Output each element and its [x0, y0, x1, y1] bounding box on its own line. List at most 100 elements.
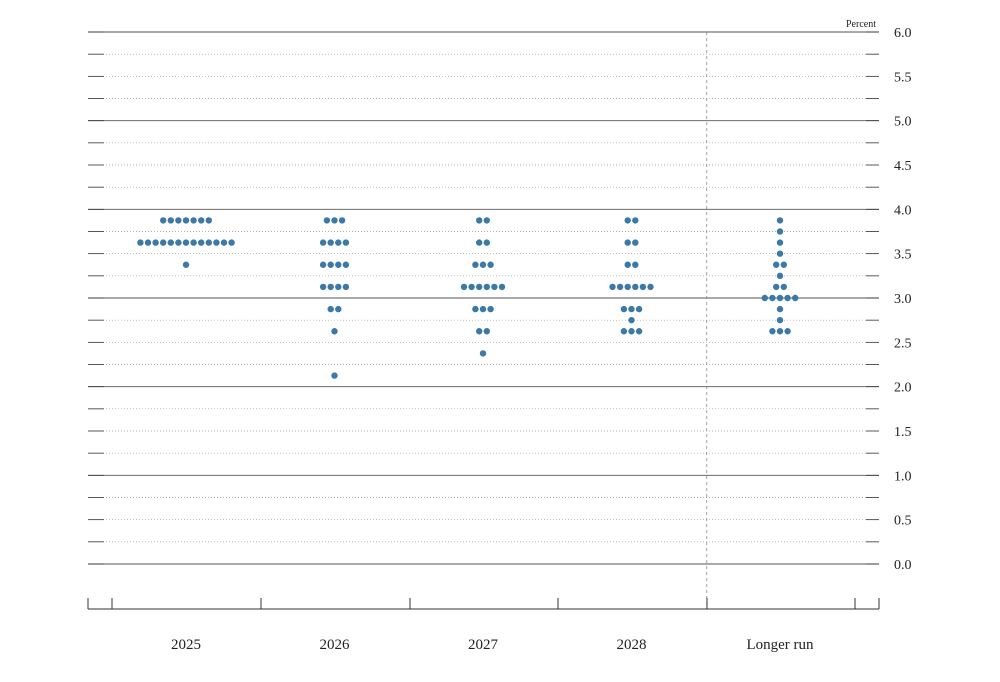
y-tick-label: 3.5: [894, 248, 912, 263]
participant-dot: [632, 283, 639, 291]
participant-dot: [776, 217, 784, 224]
participant-dot: [160, 239, 167, 246]
participant-dot: [476, 217, 483, 224]
participant-dot: [776, 250, 784, 257]
participant-dot: [342, 239, 350, 246]
participant-dot: [487, 261, 494, 268]
participant-dot: [628, 305, 635, 313]
participant-dot: [792, 294, 799, 302]
participant-dot: [327, 239, 334, 246]
participant-dot: [616, 283, 624, 291]
participant-dot: [483, 217, 490, 224]
participant-dot: [479, 305, 487, 313]
participant-dot: [472, 305, 479, 313]
participant-dot: [335, 239, 342, 246]
participant-dot: [205, 217, 212, 224]
participant-dot: [624, 283, 631, 291]
y-tick-label: 6.0: [894, 26, 912, 41]
y-tick-label: 5.5: [894, 70, 912, 85]
participant-dot: [635, 305, 643, 313]
participant-dot: [331, 217, 338, 224]
y-tick-label: 0.0: [894, 558, 912, 573]
participant-dot: [635, 328, 643, 335]
y-tick-label: 1.0: [894, 469, 912, 484]
participant-dot: [167, 239, 174, 246]
participant-dot: [632, 239, 639, 246]
participant-dot: [620, 328, 628, 335]
participant-dot: [491, 283, 498, 291]
y-tick-label: 2.5: [894, 336, 912, 351]
participant-dot: [776, 239, 784, 246]
participant-dot: [776, 305, 784, 313]
participant-dot: [632, 261, 639, 268]
participant-dot: [769, 328, 776, 335]
participant-dot: [628, 316, 635, 324]
participant-dot: [628, 328, 635, 335]
participant-dot: [476, 239, 483, 246]
x-category-label: 2027: [468, 637, 499, 653]
participant-dot: [190, 217, 197, 224]
participant-dot: [198, 239, 205, 246]
participant-dot: [479, 261, 487, 268]
participant-dot: [784, 328, 791, 335]
y-tick-label: 5.0: [894, 115, 912, 130]
participant-dot: [647, 283, 654, 291]
participant-dot: [342, 283, 350, 291]
participant-dot: [776, 328, 784, 335]
participant-dot: [479, 350, 487, 357]
participant-dot: [487, 305, 494, 313]
gridlines: [88, 31, 879, 609]
participant-dot: [144, 239, 152, 246]
participant-dot: [773, 283, 780, 291]
participant-dot: [182, 217, 190, 224]
participant-dot: [780, 261, 787, 268]
participant-dot: [776, 228, 784, 235]
participant-dot: [338, 217, 346, 224]
participant-dot: [620, 305, 628, 313]
participant-dot: [468, 283, 475, 291]
participant-dot: [167, 217, 174, 224]
participant-dot: [331, 372, 338, 379]
unit-label: Percent: [846, 19, 876, 30]
participant-dot: [198, 217, 205, 224]
participant-dot: [773, 261, 780, 268]
participant-dot: [220, 239, 228, 246]
participant-dot: [780, 283, 787, 291]
participant-dot: [137, 239, 144, 246]
y-tick-label: 3.0: [894, 292, 912, 307]
participant-dot: [483, 239, 490, 246]
participant-dot: [784, 294, 791, 302]
participant-dot: [319, 261, 327, 268]
x-category-label: Longer run: [746, 637, 814, 653]
y-tick-label: 0.5: [894, 514, 912, 529]
participant-dot: [319, 239, 327, 246]
participant-dot: [175, 217, 182, 224]
participant-dot: [460, 283, 468, 291]
participant-dot: [342, 261, 350, 268]
participant-dot: [472, 261, 479, 268]
participant-dot: [213, 239, 220, 246]
participant-dot: [160, 217, 167, 224]
participant-dot: [182, 239, 190, 246]
participant-dot: [190, 239, 197, 246]
participant-dot: [335, 261, 342, 268]
y-tick-label: 2.0: [894, 381, 912, 396]
dots: [137, 217, 799, 379]
participant-dot: [761, 294, 768, 302]
participant-dot: [776, 272, 784, 280]
x-category-label: 2026: [320, 637, 351, 653]
participant-dot: [632, 217, 639, 224]
participant-dot: [624, 261, 631, 268]
participant-dot: [327, 261, 334, 268]
participant-dot: [327, 283, 334, 291]
x-category-label: 2025: [171, 637, 201, 653]
participant-dot: [205, 239, 212, 246]
participant-dot: [769, 294, 776, 302]
participant-dot: [175, 239, 182, 246]
participant-dot: [323, 217, 331, 224]
participant-dot: [476, 328, 483, 335]
participant-dot: [335, 283, 342, 291]
y-axis: 6.05.55.04.54.03.53.02.52.01.51.00.50.0: [88, 26, 912, 573]
